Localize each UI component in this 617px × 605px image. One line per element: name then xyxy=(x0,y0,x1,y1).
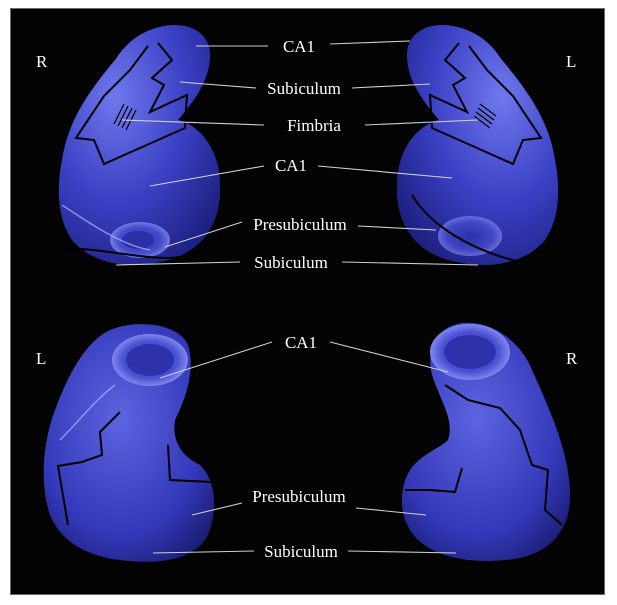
bottom-right-hippocampus xyxy=(402,323,570,561)
bottom-left-hippocampus xyxy=(44,324,214,562)
bottom-right-side-label: R xyxy=(566,349,578,368)
label-subiculum-lower: Subiculum xyxy=(254,253,328,272)
label-subiculum-upper: Subiculum xyxy=(267,79,341,98)
label-ca1-bottom: CA1 xyxy=(285,333,317,352)
label-subiculum-bottom: Subiculum xyxy=(264,542,338,561)
bottom-left-side-label: L xyxy=(36,349,46,368)
label-presubiculum-top: Presubiculum xyxy=(253,215,347,234)
label-presubiculum-bottom: Presubiculum xyxy=(252,487,346,506)
label-ca1-top: CA1 xyxy=(283,37,315,56)
label-fimbria: Fimbria xyxy=(287,116,341,135)
top-left-hippocampus xyxy=(56,25,222,265)
label-ca1-middle: CA1 xyxy=(275,156,307,175)
top-left-side-label: R xyxy=(36,52,48,71)
top-right-side-label: L xyxy=(566,52,576,71)
